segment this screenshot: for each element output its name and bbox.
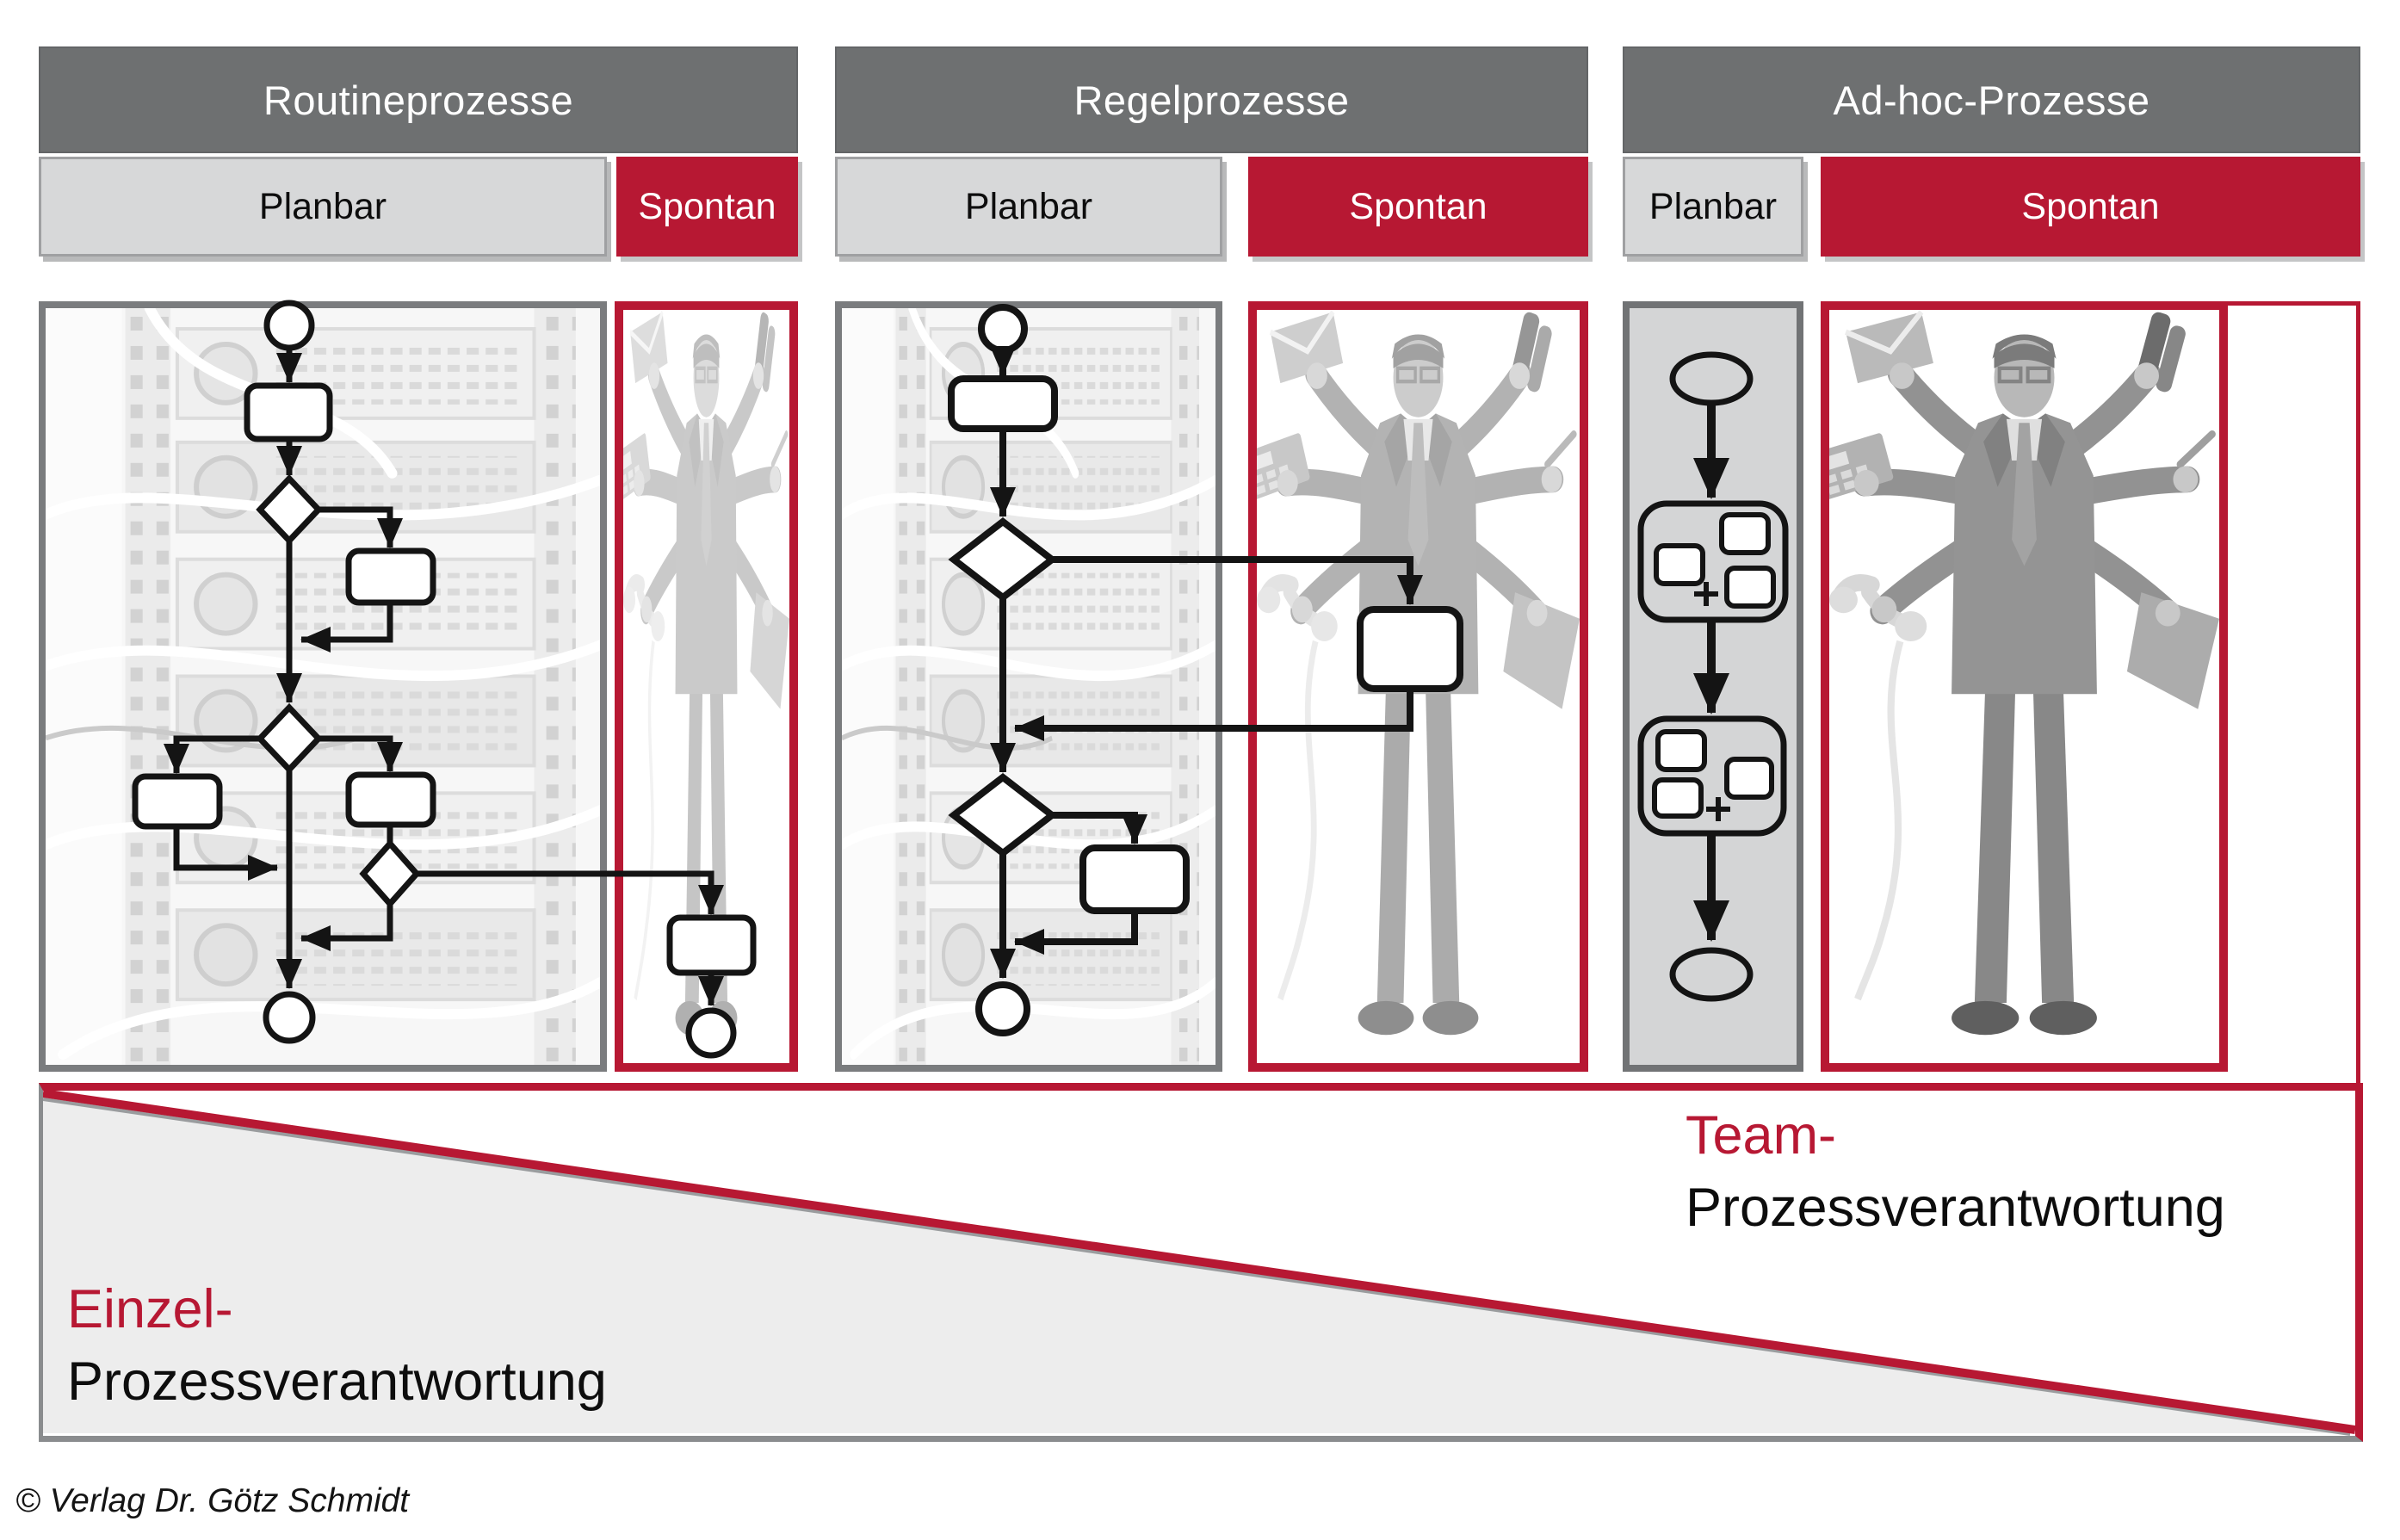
column-title: Ad-hoc-Prozesse [1833,77,2150,123]
spontan-label: Spontan [2021,185,2160,227]
einzel-label-line1: Einzel- [67,1279,233,1339]
planbar-box-regel: Planbar [835,157,1222,257]
spontan-box-adhoc: Spontan [1821,157,2360,257]
adhoc-spontan-extension-line-right [2356,301,2360,1085]
team-label-line1: Team- [1686,1105,1837,1166]
diagonal-divider-line [43,1091,2355,1434]
team-label-line2: Prozessverantwortung [1686,1178,2225,1239]
panel-adhoc-planbar [1623,301,1803,1072]
panel-routine-planbar [39,301,607,1072]
responsibility-triangle [43,1091,2355,1436]
spontan-label: Spontan [638,185,776,227]
planbar-label: Planbar [1648,185,1778,227]
footer-credit: © Verlag Dr. Götz Schmidt [15,1482,410,1519]
panel-adhoc-spontan [1821,301,2228,1072]
column-header-adhoc-prozesse: Ad-hoc-Prozesse [1623,46,2360,153]
planbar-box-routine: Planbar [39,157,607,257]
team-prozessverantwortung-label: Team- Prozessverantwortung [1686,1099,2225,1245]
column-header-routineprozesse: Routineprozesse [39,46,798,153]
spontan-label: Spontan [1349,185,1488,227]
multitasking-man-image [1829,310,2219,1063]
diagonal-shadow-line [43,1098,2351,1436]
multitasking-man-image [1257,310,1580,1063]
column-title: Routineprozesse [263,77,574,123]
panel-routine-spontan [615,301,798,1072]
einzel-label-line2: Prozessverantwortung [67,1351,607,1413]
panel-regel-spontan [1248,301,1588,1072]
column-title: Regelprozesse [1073,77,1350,123]
server-rack-image [46,308,600,1065]
multitasking-man-image [623,310,789,1063]
responsibility-diagram: Einzel- Prozessverantwortung Team- Proze… [39,1083,2363,1442]
einzel-prozessverantwortung-label: Einzel- Prozessverantwortung [67,1273,607,1419]
spontan-box-regel: Spontan [1248,157,1588,257]
adhoc-spontan-extension-line-top [2226,301,2360,306]
column-header-regelprozesse: Regelprozesse [835,46,1588,153]
planbar-box-adhoc: Planbar [1623,157,1803,257]
planbar-label: Planbar [964,185,1093,227]
spontan-box-routine: Spontan [616,157,798,257]
panel-regel-planbar [835,301,1222,1072]
planbar-label: Planbar [258,185,387,227]
server-rack-image [842,308,1215,1065]
